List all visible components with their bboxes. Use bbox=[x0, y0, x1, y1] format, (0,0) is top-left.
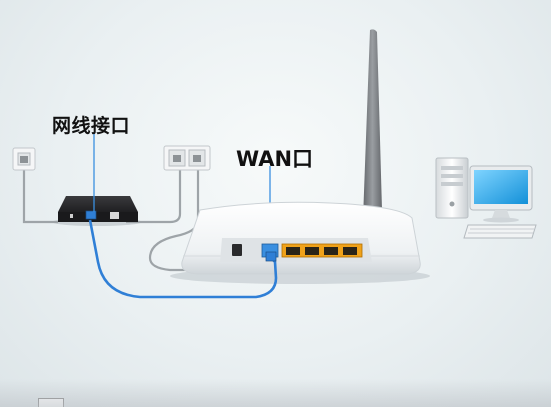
wan-port-label: WAN口 bbox=[236, 147, 314, 171]
wall-socket-icon bbox=[163, 145, 211, 171]
corner-tag bbox=[38, 398, 64, 407]
lan-port-label: 网线接口 bbox=[52, 115, 131, 137]
phone-cable-right bbox=[126, 162, 182, 224]
desktop-computer-icon bbox=[435, 157, 533, 223]
phone-cable-left bbox=[22, 168, 58, 224]
lan-ports bbox=[281, 243, 363, 258]
ethernet-cable bbox=[88, 219, 278, 299]
modem-icon bbox=[58, 196, 138, 222]
router-icon bbox=[181, 201, 421, 275]
keyboard-icon bbox=[463, 224, 537, 239]
wall-socket-icon bbox=[12, 147, 36, 171]
